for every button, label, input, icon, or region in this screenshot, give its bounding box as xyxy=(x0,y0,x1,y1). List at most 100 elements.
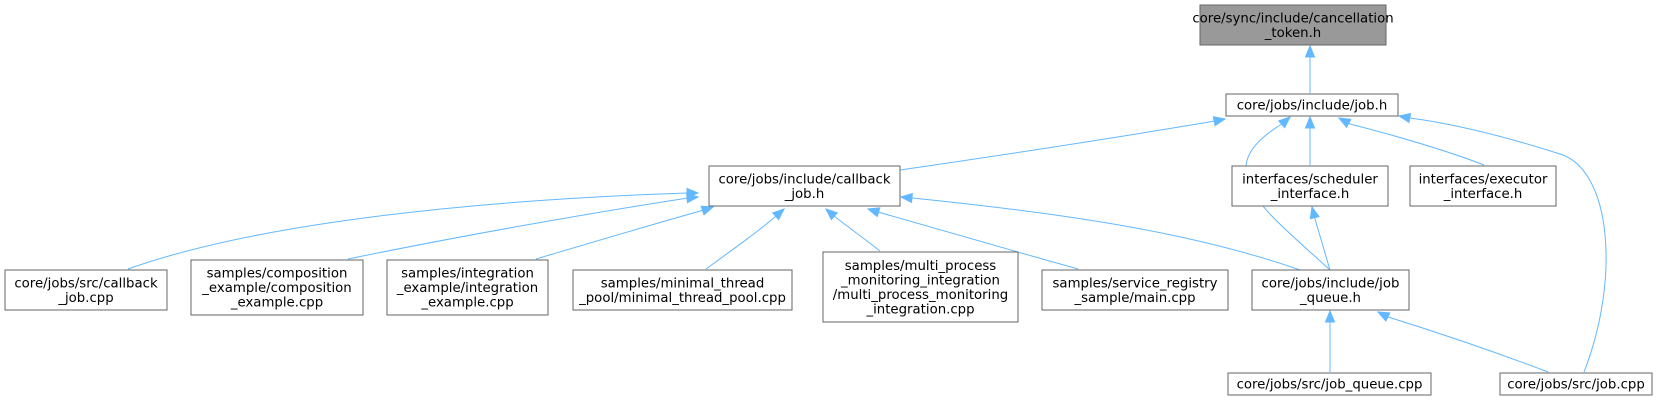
node-label: _interface.h xyxy=(1443,187,1523,202)
edge-line xyxy=(347,197,689,260)
node-multi-process-cpp[interactable]: samples/multi_process_monitoring_integra… xyxy=(822,251,1019,323)
edge-line-end xyxy=(1377,311,1389,318)
node-label: _job.cpp xyxy=(57,291,113,306)
edge-callback-job-cpp-to-callback-job-h xyxy=(127,187,700,270)
edge-job-cpp-to-job-h xyxy=(1397,112,1607,373)
edge-line xyxy=(535,209,705,260)
edge-layer xyxy=(127,44,1607,373)
node-job-queue-cpp[interactable]: core/jobs/src/job_queue.cpp xyxy=(1227,372,1432,396)
arrowhead-icon xyxy=(1212,116,1227,127)
edge-multi-process-cpp-to-callback-job-h xyxy=(825,208,881,252)
node-box xyxy=(1225,93,1399,117)
edge-job-queue-cpp-to-job-queue-h xyxy=(1324,309,1336,372)
node-box xyxy=(1199,4,1387,46)
node-label: core/jobs/src/job_queue.cpp xyxy=(1237,378,1423,393)
node-label: _example.cpp xyxy=(420,296,513,311)
node-label: _interface.h xyxy=(1270,187,1350,202)
edge-line xyxy=(1409,117,1607,373)
node-callback-job-cpp[interactable]: core/jobs/src/callback_job.cpp xyxy=(4,269,168,311)
node-label: samples/composition xyxy=(207,267,348,282)
node-box xyxy=(1227,372,1432,396)
edge-line xyxy=(899,120,1216,171)
edge-line xyxy=(911,197,1301,271)
edge-job-queue-h-to-scheduler-interface-h xyxy=(1309,205,1331,271)
edge-executor-interface-h-to-job-h xyxy=(1337,117,1485,166)
node-label: _token.h xyxy=(1264,26,1322,41)
node-service-registry-main-cpp[interactable]: samples/service_registry_sample/main.cpp xyxy=(1041,269,1229,311)
node-label: samples/integration xyxy=(401,267,534,282)
node-job-queue-h[interactable]: core/jobs/include/job_queue.h xyxy=(1251,269,1410,311)
node-label: /multi_process_monitoring xyxy=(833,288,1008,303)
node-label: core/jobs/src/job.cpp xyxy=(1507,378,1645,393)
arrowhead-icon xyxy=(686,192,700,204)
edge-job-cpp-to-job-queue-h xyxy=(1376,311,1549,373)
node-label: core/sync/include/cancellation xyxy=(1192,11,1393,26)
node-label: core/jobs/include/callback xyxy=(718,172,890,187)
edge-line xyxy=(877,211,1079,270)
node-label: _job.h xyxy=(784,187,825,202)
node-label: samples/service_registry xyxy=(1053,276,1218,291)
node-box xyxy=(386,259,549,316)
node-box xyxy=(1251,269,1410,311)
node-label: _example/composition xyxy=(201,281,351,296)
node-label: samples/multi_process xyxy=(845,259,997,274)
node-composition-example-cpp[interactable]: samples/composition_example/composition_… xyxy=(190,259,364,316)
node-label: _queue.h xyxy=(1299,291,1361,306)
node-label: _integration.cpp xyxy=(865,302,974,317)
edge-callback-job-h-to-job-h xyxy=(899,116,1227,171)
node-cancellation-token-h[interactable]: core/sync/include/cancellation_token.h xyxy=(1192,4,1394,46)
node-label: interfaces/scheduler xyxy=(1242,172,1378,187)
edge-line xyxy=(1314,218,1331,271)
node-box xyxy=(4,269,168,311)
node-box xyxy=(572,269,793,311)
edge-service-registry-main-cpp-to-callback-job-h xyxy=(866,207,1079,270)
edge-line-end xyxy=(900,196,913,199)
node-executor-interface-h[interactable]: interfaces/executor_interface.h xyxy=(1409,165,1557,207)
edge-minimal-thread-pool-cpp-to-callback-job-h xyxy=(705,208,785,270)
edge-line xyxy=(1387,316,1549,373)
node-scheduler-interface-h[interactable]: interfaces/scheduler_interface.h xyxy=(1231,165,1389,207)
node-label: _pool/minimal_thread_pool.cpp xyxy=(578,291,786,306)
node-label: core/jobs/include/job.h xyxy=(1237,99,1388,114)
node-integration-example-cpp[interactable]: samples/integration_example/integration_… xyxy=(386,259,549,316)
node-label: _example.cpp xyxy=(230,296,323,311)
edge-line xyxy=(127,192,688,270)
node-label: _example/integration xyxy=(396,281,538,296)
node-box xyxy=(1041,269,1229,311)
node-label: interfaces/executor xyxy=(1419,172,1548,187)
edge-line-end xyxy=(1338,117,1351,125)
node-label: _monitoring_integration xyxy=(840,273,1000,288)
node-callback-job-h[interactable]: core/jobs/include/callback_job.h xyxy=(708,165,901,207)
edge-line-end xyxy=(687,196,699,199)
edge-line xyxy=(833,215,881,252)
edge-scheduler-interface-h-to-job-h xyxy=(1304,115,1316,165)
node-job-h[interactable]: core/jobs/include/job.h xyxy=(1225,93,1399,117)
edge-line-end xyxy=(1311,206,1316,220)
node-box xyxy=(822,251,1019,323)
edge-line-end xyxy=(775,208,785,217)
node-job-cpp[interactable]: core/jobs/src/job.cpp xyxy=(1499,372,1653,396)
edge-line-end xyxy=(1398,115,1411,119)
edge-line xyxy=(705,215,777,270)
edge-line-end xyxy=(1214,118,1226,122)
node-minimal-thread-pool-cpp[interactable]: samples/minimal_thread_pool/minimal_thre… xyxy=(572,269,793,311)
node-box xyxy=(1499,372,1653,396)
edge-job-h-to-cancellation-token-h xyxy=(1304,44,1316,93)
edge-line-end xyxy=(1281,116,1291,125)
node-box xyxy=(1231,165,1389,207)
edge-composition-example-cpp-to-callback-job-h xyxy=(347,192,700,260)
edge-line-end xyxy=(825,208,835,217)
edge-line-end xyxy=(867,208,879,213)
node-box xyxy=(1409,165,1557,207)
node-layer: core/sync/include/cancellation_token.hco… xyxy=(4,4,1653,396)
node-label: samples/minimal_thread xyxy=(601,276,765,291)
edge-line-end xyxy=(703,206,714,211)
node-label: core/jobs/include/job xyxy=(1262,276,1400,291)
node-label: _sample/main.cpp xyxy=(1073,291,1195,306)
edge-integration-example-cpp-to-callback-job-h xyxy=(535,205,715,260)
node-box xyxy=(708,165,901,207)
node-label: core/jobs/src/callback xyxy=(14,276,158,291)
edge-line xyxy=(1349,123,1485,166)
edge-job-queue-h-to-callback-job-h xyxy=(899,192,1301,271)
